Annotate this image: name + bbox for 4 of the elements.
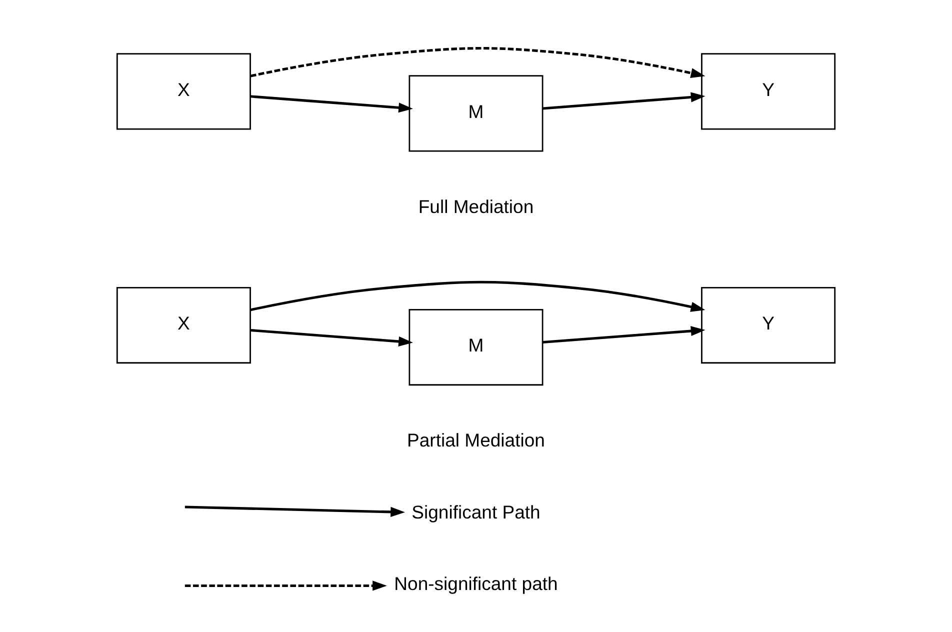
legend-label: Significant Path	[412, 501, 540, 522]
label: Full Mediation	[418, 196, 534, 217]
legend-label: Non-significant path	[394, 573, 558, 594]
label: Partial Mediation	[407, 430, 545, 451]
